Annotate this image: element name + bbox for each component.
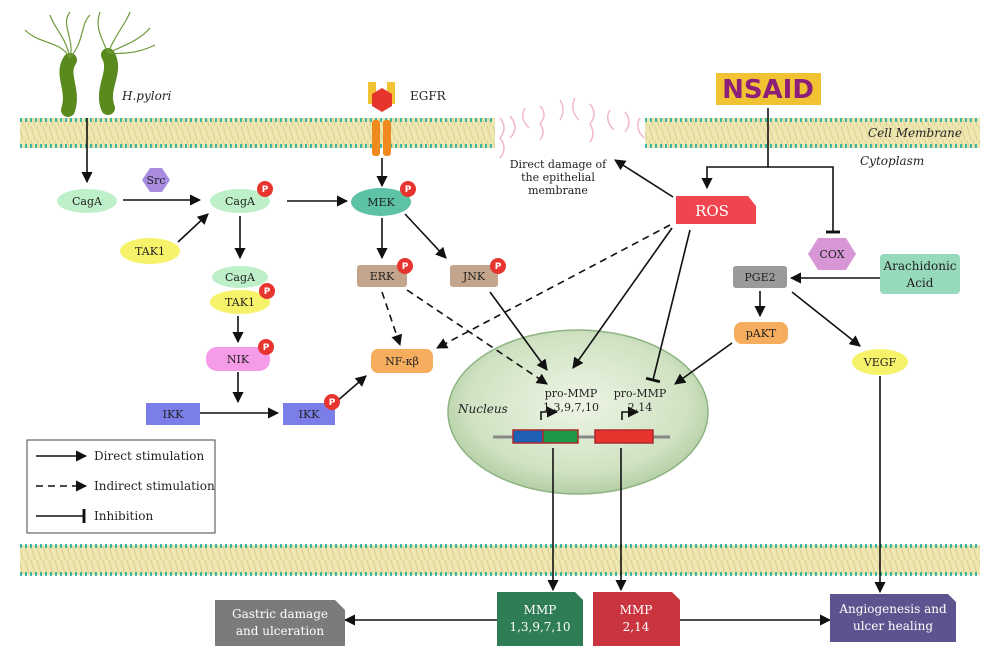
nik-node [206, 347, 270, 371]
phospho-label: P [262, 185, 269, 195]
legend-direct-label: Direct stimulation [94, 449, 204, 463]
mmp-2-outcome [593, 592, 680, 646]
arachidonic-label-1: Arachidonic [882, 259, 956, 273]
pge2-node [733, 266, 787, 288]
angiogenesis-outcome [830, 594, 956, 642]
bottom-membrane [20, 544, 980, 576]
top-membrane: Cell Membrane [20, 97, 980, 159]
arachidonic-acid-node [880, 254, 960, 294]
ikk-node-2 [283, 403, 335, 425]
nsaid-label: NSAID [722, 75, 814, 105]
phospho-icon [324, 394, 340, 410]
cagA-node-3 [212, 266, 268, 288]
tak1-node-2 [210, 290, 270, 314]
tak1-label-2: TAK1 [225, 296, 255, 309]
ros-node [676, 196, 756, 224]
membrane-damage-label-1: Direct damage of [510, 158, 607, 171]
gastric-label-2: and ulceration [236, 624, 325, 638]
gene-mmp-1 [542, 429, 579, 444]
angio-label-1: Angiogenesis and [838, 602, 947, 616]
phospho-label: P [329, 398, 336, 408]
phospho-label: P [263, 343, 270, 353]
hpylori-label: H.pylori [121, 89, 172, 103]
cagA-label-2: CagA [225, 195, 256, 208]
gene-mmp-2 [594, 429, 654, 444]
cagA-node-1 [57, 189, 117, 213]
nucleus [447, 329, 709, 495]
cagA-label-3: CagA [225, 271, 256, 284]
tak1-node-1 [120, 238, 180, 264]
hpylori-bacteria-icon [24, 11, 156, 117]
mmp-1-label-1: MMP [524, 603, 557, 617]
phospho-label: P [402, 262, 409, 272]
egfr-label: EGFR [410, 89, 447, 103]
mmp-2-label-1: MMP [620, 603, 653, 617]
tak1-label-1: TAK1 [135, 245, 165, 258]
erk-node [357, 265, 407, 287]
ikk-node-1 [146, 403, 200, 425]
pro-mmp-1-label-2: 1,3,9,7,10 [543, 401, 599, 414]
mek-label: MEK [367, 196, 395, 209]
nik-label: NIK [227, 353, 250, 366]
cagA-label-1: CagA [72, 195, 103, 208]
erk-label: ERK [370, 270, 395, 283]
ikk-label-1: IKK [163, 408, 185, 421]
phospho-icon [258, 339, 274, 355]
membrane-damage-label-3: membrane [528, 184, 588, 197]
nucleus-label: Nucleus [457, 402, 508, 416]
cox-node [808, 238, 856, 270]
phospho-icon [400, 181, 416, 197]
gastric-label-1: Gastric damage [232, 607, 328, 621]
arachidonic-label-2: Acid [906, 276, 934, 290]
legend-inhibition-label: Inhibition [94, 509, 153, 523]
cytoplasm-label: Cytoplasm [860, 154, 924, 168]
membrane-damage-label-2: the epithelial [521, 171, 595, 184]
direct-arrows [81, 108, 886, 626]
phospho-icon [259, 283, 275, 299]
egfr-receptor-icon [368, 82, 395, 156]
legend: Direct stimulation Indirect stimulation … [26, 439, 216, 534]
pro-mmp-2-label-1: pro-MMP [614, 387, 667, 400]
mek-node [351, 188, 411, 216]
vegf-node [852, 349, 908, 375]
cell-membrane-label: Cell Membrane [868, 126, 962, 140]
pakt-label: pAKT [746, 327, 777, 340]
jnk-node [450, 265, 498, 287]
inhibition-lines [645, 166, 841, 384]
ikk-label-2: IKK [299, 408, 321, 421]
src-node [142, 168, 170, 192]
vegf-label: VEGF [863, 356, 897, 369]
phospho-label: P [264, 287, 271, 297]
gene-promoter-1 [512, 429, 544, 444]
legend-indirect-label: Indirect stimulation [94, 479, 215, 493]
mmp-2-label-2: 2,14 [623, 620, 650, 634]
ros-label: ROS [695, 202, 729, 220]
mmp-1-outcome [497, 592, 583, 646]
jnk-label: JNK [462, 270, 486, 283]
indirect-arrows [381, 224, 671, 385]
nfkb-label: NF-κβ [385, 355, 419, 368]
phospho-icon [490, 258, 506, 274]
phospho-icon [257, 181, 273, 197]
cagA-node-2 [210, 189, 270, 213]
angio-label-2: ulcer healing [853, 619, 933, 633]
phospho-label: P [495, 262, 502, 272]
mmp-1-label-2: 1,3,9,7,10 [509, 620, 570, 634]
pro-mmp-1-label-1: pro-MMP [545, 387, 598, 400]
gastric-damage-outcome [215, 600, 345, 646]
cox-label: COX [819, 248, 844, 261]
nfkb-node [371, 349, 433, 373]
phospho-label: P [405, 185, 412, 195]
nsaid-box: NSAID [716, 73, 821, 105]
pge2-label: PGE2 [744, 271, 775, 284]
src-label: Src [147, 174, 166, 187]
phospho-icon [397, 258, 413, 274]
pro-mmp-2-label-2: 2,14 [628, 401, 653, 414]
pakt-node [734, 322, 788, 344]
